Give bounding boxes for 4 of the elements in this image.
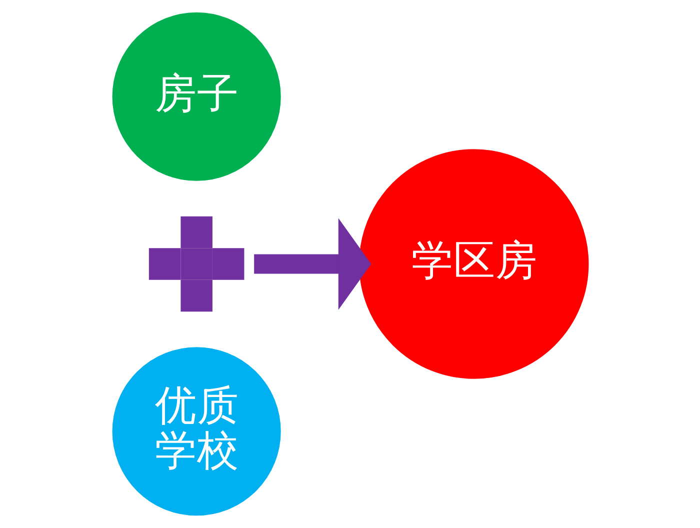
node-circle: 优质学校 [112, 347, 280, 516]
arrow [254, 218, 371, 310]
node-circle: 学区房 [358, 149, 588, 379]
node-circle: 房子 [112, 12, 280, 181]
